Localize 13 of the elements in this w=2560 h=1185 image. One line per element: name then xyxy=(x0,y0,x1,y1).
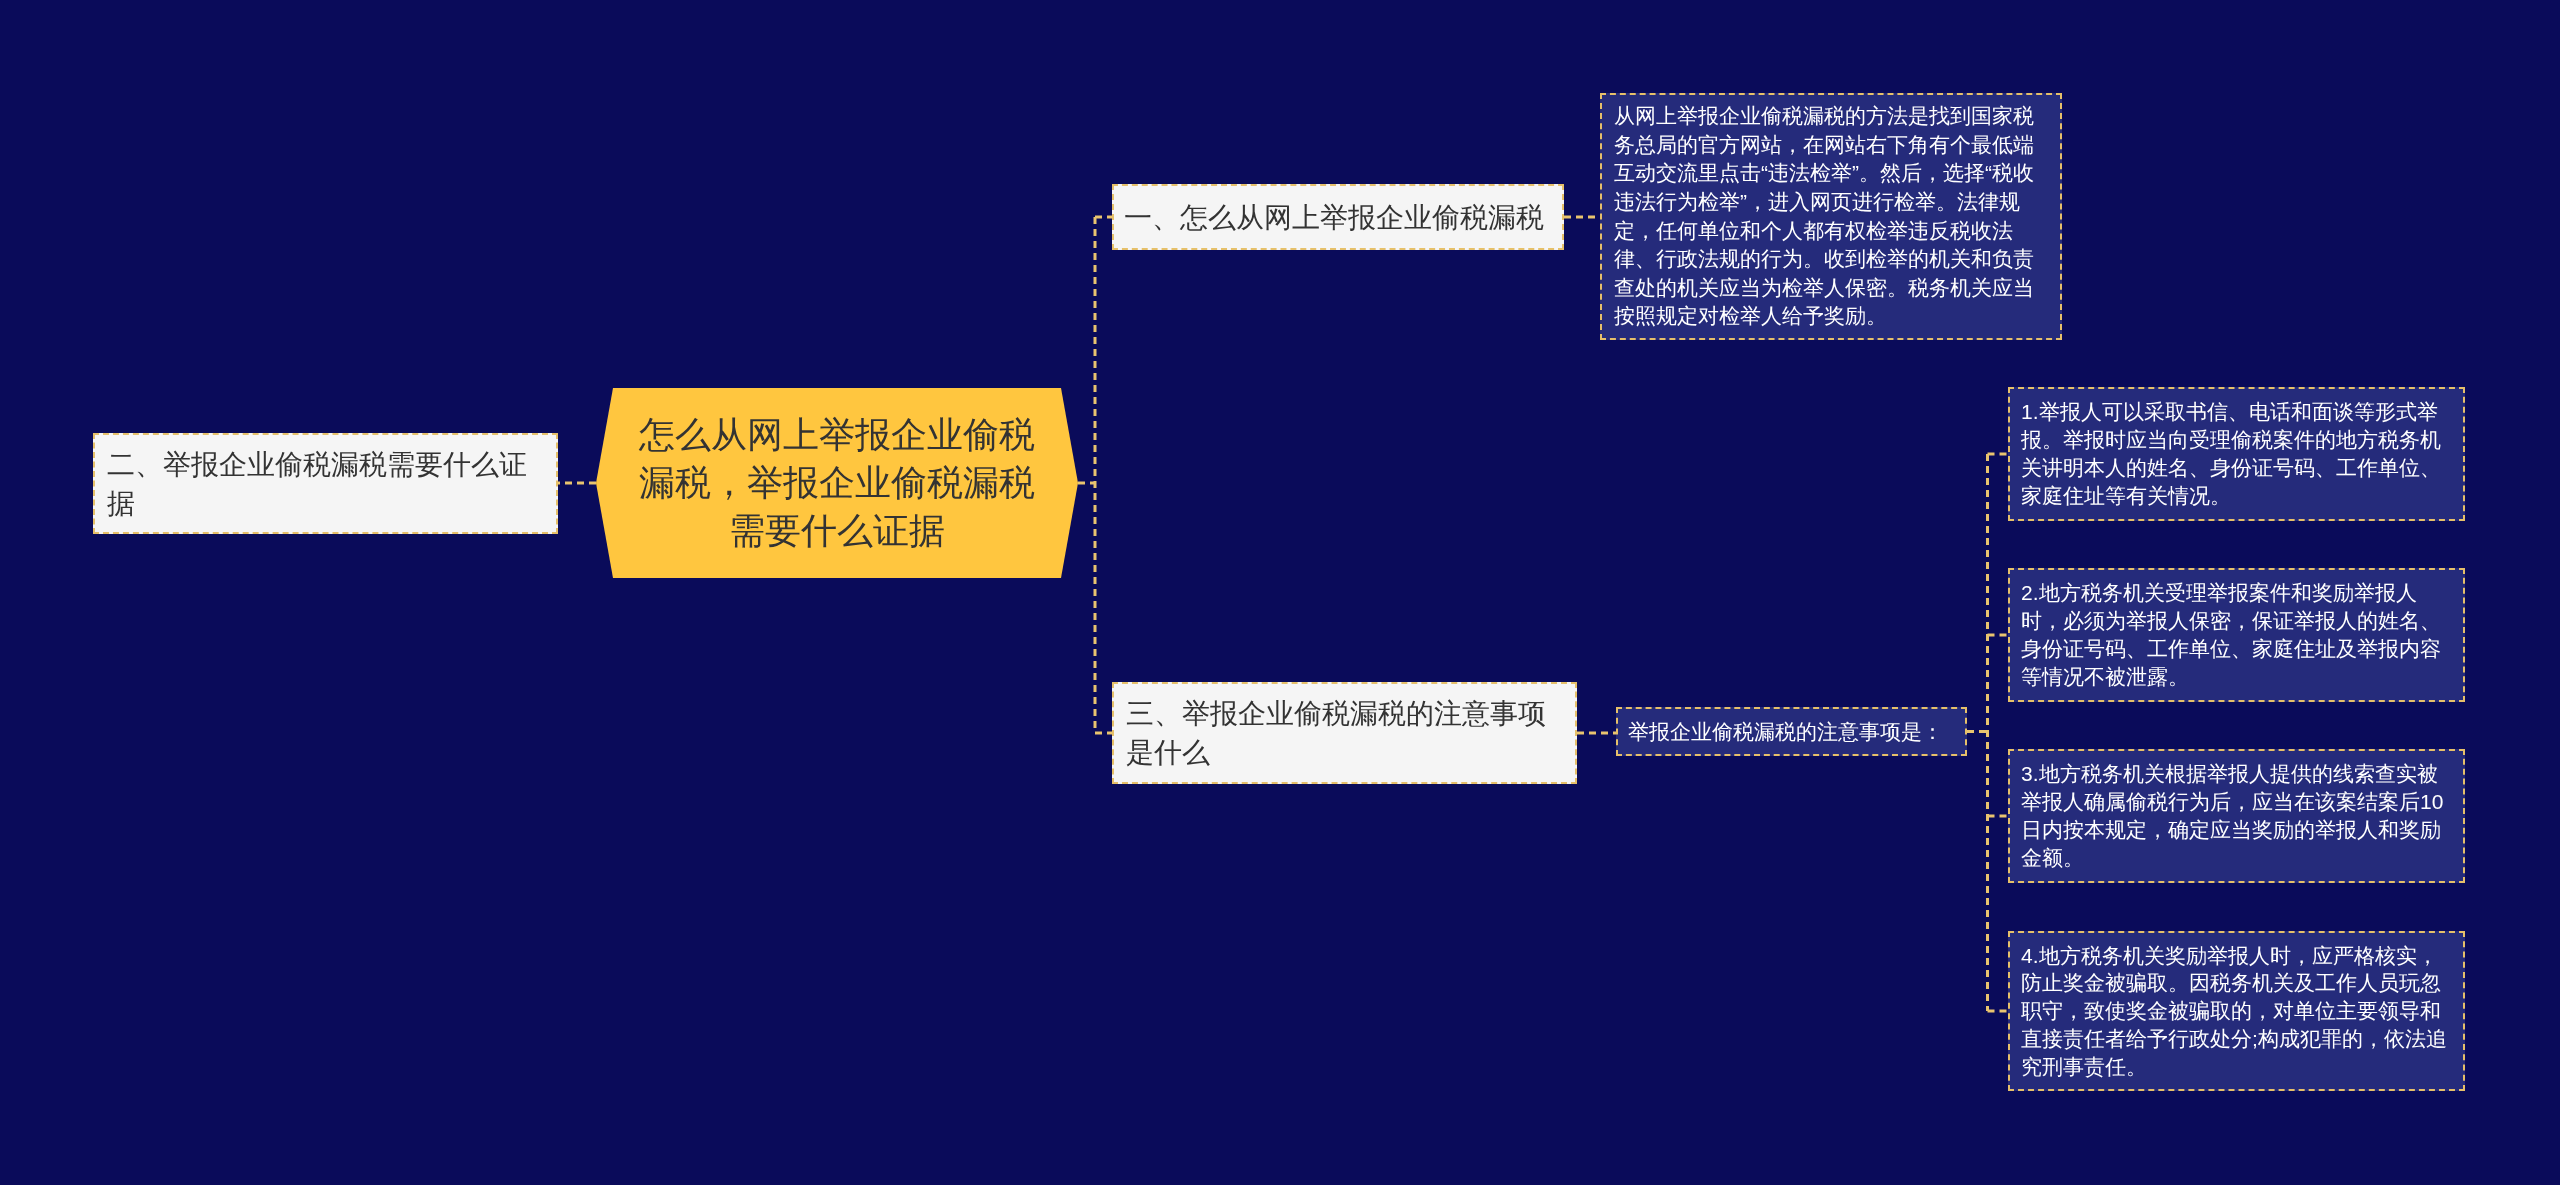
topic-box: 二、举报企业偷税漏税需要什么证据 xyxy=(93,433,558,534)
note-box: 从网上举报企业偷税漏税的方法是找到国家税务总局的官方网站，在网站右下角有个最低端互动交流里点击“违法检举”。然后，选择“税收违法行为检举”，进入网页进行检举。法律规定，任何单位和个人都有权检举违反税收法律、行政法规的行为。收到检举的机关和负责查处的机关应当为检举人保密。税务机关应当按照规定对检举人给予奖励。 xyxy=(1600,93,2062,340)
note-box: 举报企业偷税漏税的注意事项是： xyxy=(1616,707,1967,756)
note-box: 2.地方税务机关受理举报案件和奖励举报人时，必须为举报人保密，保证举报人的姓名、身份证号码、工作单位、家庭住址及举报内容等情况不被泄露。 xyxy=(2008,568,2465,702)
topic-box: 一、怎么从网上举报企业偷税漏税 xyxy=(1112,184,1564,250)
connector-line xyxy=(558,481,596,485)
note-box: 3.地方税务机关根据举报人提供的线索查实被举报人确属偷税行为后，应当在该案结案后10日内按本规定，确定应当奖励的举报人和奖励金额。 xyxy=(2008,749,2465,883)
note-box: 1.举报人可以采取书信、电话和面谈等形式举报。举报时应当向受理偷税案件的地方税务机关讲明本人的姓名、身份证号码、工作单位、家庭住址等有关情况。 xyxy=(2008,387,2465,521)
topic-hexagon: 怎么从网上举报企业偷税漏税，举报企业偷税漏税需要什么证据 xyxy=(596,388,1078,578)
connector-line xyxy=(1577,731,1616,735)
connector-line xyxy=(1076,215,1114,735)
note-box: 4.地方税务机关奖励举报人时，应严格核实，防止奖金被骗取。因税务机关及工作人员玩忽职守，致使奖金被骗取的，对单位主要领导和直接责任者给予行政处分;构成犯罪的，依法追究刑事责任。 xyxy=(2008,931,2465,1091)
topic-box: 三、举报企业偷税漏税的注意事项是什么 xyxy=(1112,682,1577,784)
